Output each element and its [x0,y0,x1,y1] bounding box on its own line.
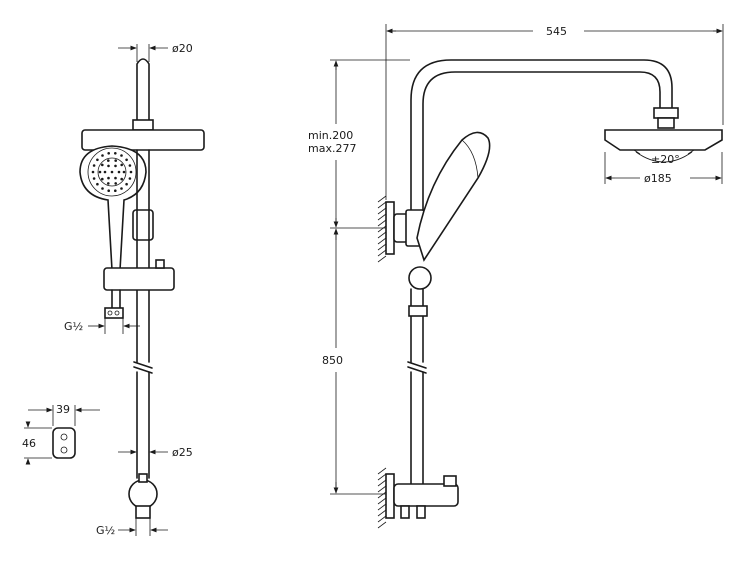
hatch-line [377,243,387,251]
spray-nozzle [103,170,107,174]
side-view [385,59,723,519]
front-view [52,58,205,519]
spray-nozzle [114,164,117,168]
wall-bracket-detail [52,427,76,459]
hatch-line [377,255,387,263]
hatch-line [377,207,387,215]
hatch-line [377,485,387,493]
spray-nozzle [122,170,126,174]
thread-upper-label: G½ [64,320,83,333]
hand-shower-side [416,131,491,262]
bracket-width-label: 39 [56,403,70,416]
arm-reach-label: 545 [546,25,567,38]
hatch-line [377,195,387,203]
head-tilt-label: ±20° [651,153,680,166]
hatch-line [377,497,387,505]
height-range-max-label: max.277 [308,142,356,155]
spray-nozzle [101,163,104,167]
spray-nozzle [128,177,132,180]
hatch-line [377,515,387,523]
hatch-line [377,237,387,245]
spray-nozzle [101,177,104,181]
spray-nozzle [129,170,133,174]
hand-shower-front [79,145,147,271]
pipe-top-diameter-label: ø20 [172,42,193,55]
spray-nozzle [92,164,96,167]
spray-nozzle [120,187,123,190]
hatch-line [377,225,387,233]
spray-nozzles [91,152,133,192]
spray-nozzle [107,189,110,192]
spray-nozzle [92,177,96,180]
hatch-line [377,503,387,511]
hatch-line [377,249,387,257]
spray-nozzle [120,177,123,181]
spray-nozzle [114,182,117,185]
spray-nozzle [91,170,95,174]
hatch-line [377,473,387,481]
spray-nozzle [114,152,117,155]
hatch-line [377,231,387,239]
hatch-line [377,467,387,475]
spray-nozzle [125,182,128,186]
spray-nozzle [120,154,123,157]
spray-nozzle [107,152,110,155]
spray-nozzle [107,159,110,162]
wall-hatching [377,195,387,529]
thread-lower-label: G½ [96,524,115,537]
spray-nozzle [101,187,104,190]
spray-nozzle [114,189,117,192]
pipe-bottom-diameter-label: ø25 [172,446,193,459]
spray-nozzle [107,182,110,185]
spray-nozzle [98,170,102,174]
spray-nozzle [110,170,114,174]
bracket-height-label: 46 [22,437,36,450]
hatch-line [377,491,387,499]
side-dimensions [330,24,724,495]
spray-nozzle [96,182,99,186]
spray-nozzle [125,158,128,162]
height-range-min-label: min.200 [308,129,353,142]
head-diameter-label: ø185 [644,172,672,185]
spray-nozzle [117,170,121,174]
spray-nozzle [107,164,110,168]
spray-nozzle [128,164,132,167]
hatch-line [377,479,387,487]
spray-nozzle [96,158,99,162]
front-dimensions [24,44,168,536]
hatch-line [377,213,387,221]
hatch-line [377,509,387,517]
spray-nozzle [114,176,117,180]
spray-nozzle [107,176,110,180]
column-height-label: 850 [322,354,343,367]
hatch-line [377,201,387,209]
spray-nozzle [101,154,104,157]
spray-nozzle [114,159,117,162]
hatch-line [377,219,387,227]
spray-nozzle [120,163,123,167]
hatch-line [377,521,387,529]
